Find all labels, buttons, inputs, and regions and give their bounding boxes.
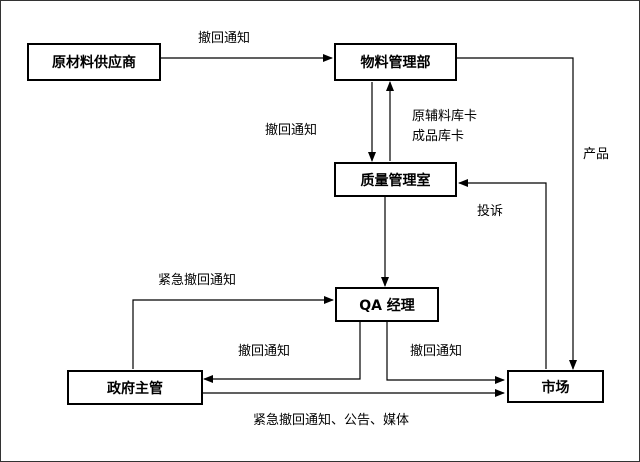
arrow-materials-to-market: [457, 57, 577, 370]
label-market-to-quality: 投诉: [477, 204, 504, 219]
node-gov-authority: 政府主管: [67, 370, 203, 405]
label-quality-to-materials: 原辅料库卡 成品库卡: [412, 107, 477, 147]
arrow-gov-to-qa: [132, 296, 334, 369]
node-quality-office: 质量管理室: [334, 162, 457, 197]
label-qa-to-market: 撤回通知: [410, 344, 463, 359]
arrow-market-to-quality: [458, 179, 547, 369]
label-materials-to-market: 产品: [583, 147, 610, 162]
arrow-qa-to-market: [386, 321, 505, 384]
label-raw-material-card: 原辅料库卡: [412, 109, 478, 124]
label-qa-to-gov: 撤回通知: [238, 344, 291, 359]
label-supplier-to-materials: 撤回通知: [198, 31, 251, 46]
label-materials-to-quality: 撤回通知: [265, 123, 318, 138]
label-gov-to-market: 紧急撤回通知、公告、媒体: [253, 413, 410, 428]
node-materials-dept: 物料管理部: [334, 43, 457, 81]
node-qa-manager: QA 经理: [335, 287, 439, 322]
node-supplier: 原材料供应商: [27, 43, 161, 81]
node-market: 市场: [507, 370, 604, 403]
label-gov-to-qa: 紧急撤回通知: [158, 273, 237, 288]
arrow-qa-to-gov: [203, 321, 361, 383]
label-finished-goods-card: 成品库卡: [412, 129, 465, 144]
